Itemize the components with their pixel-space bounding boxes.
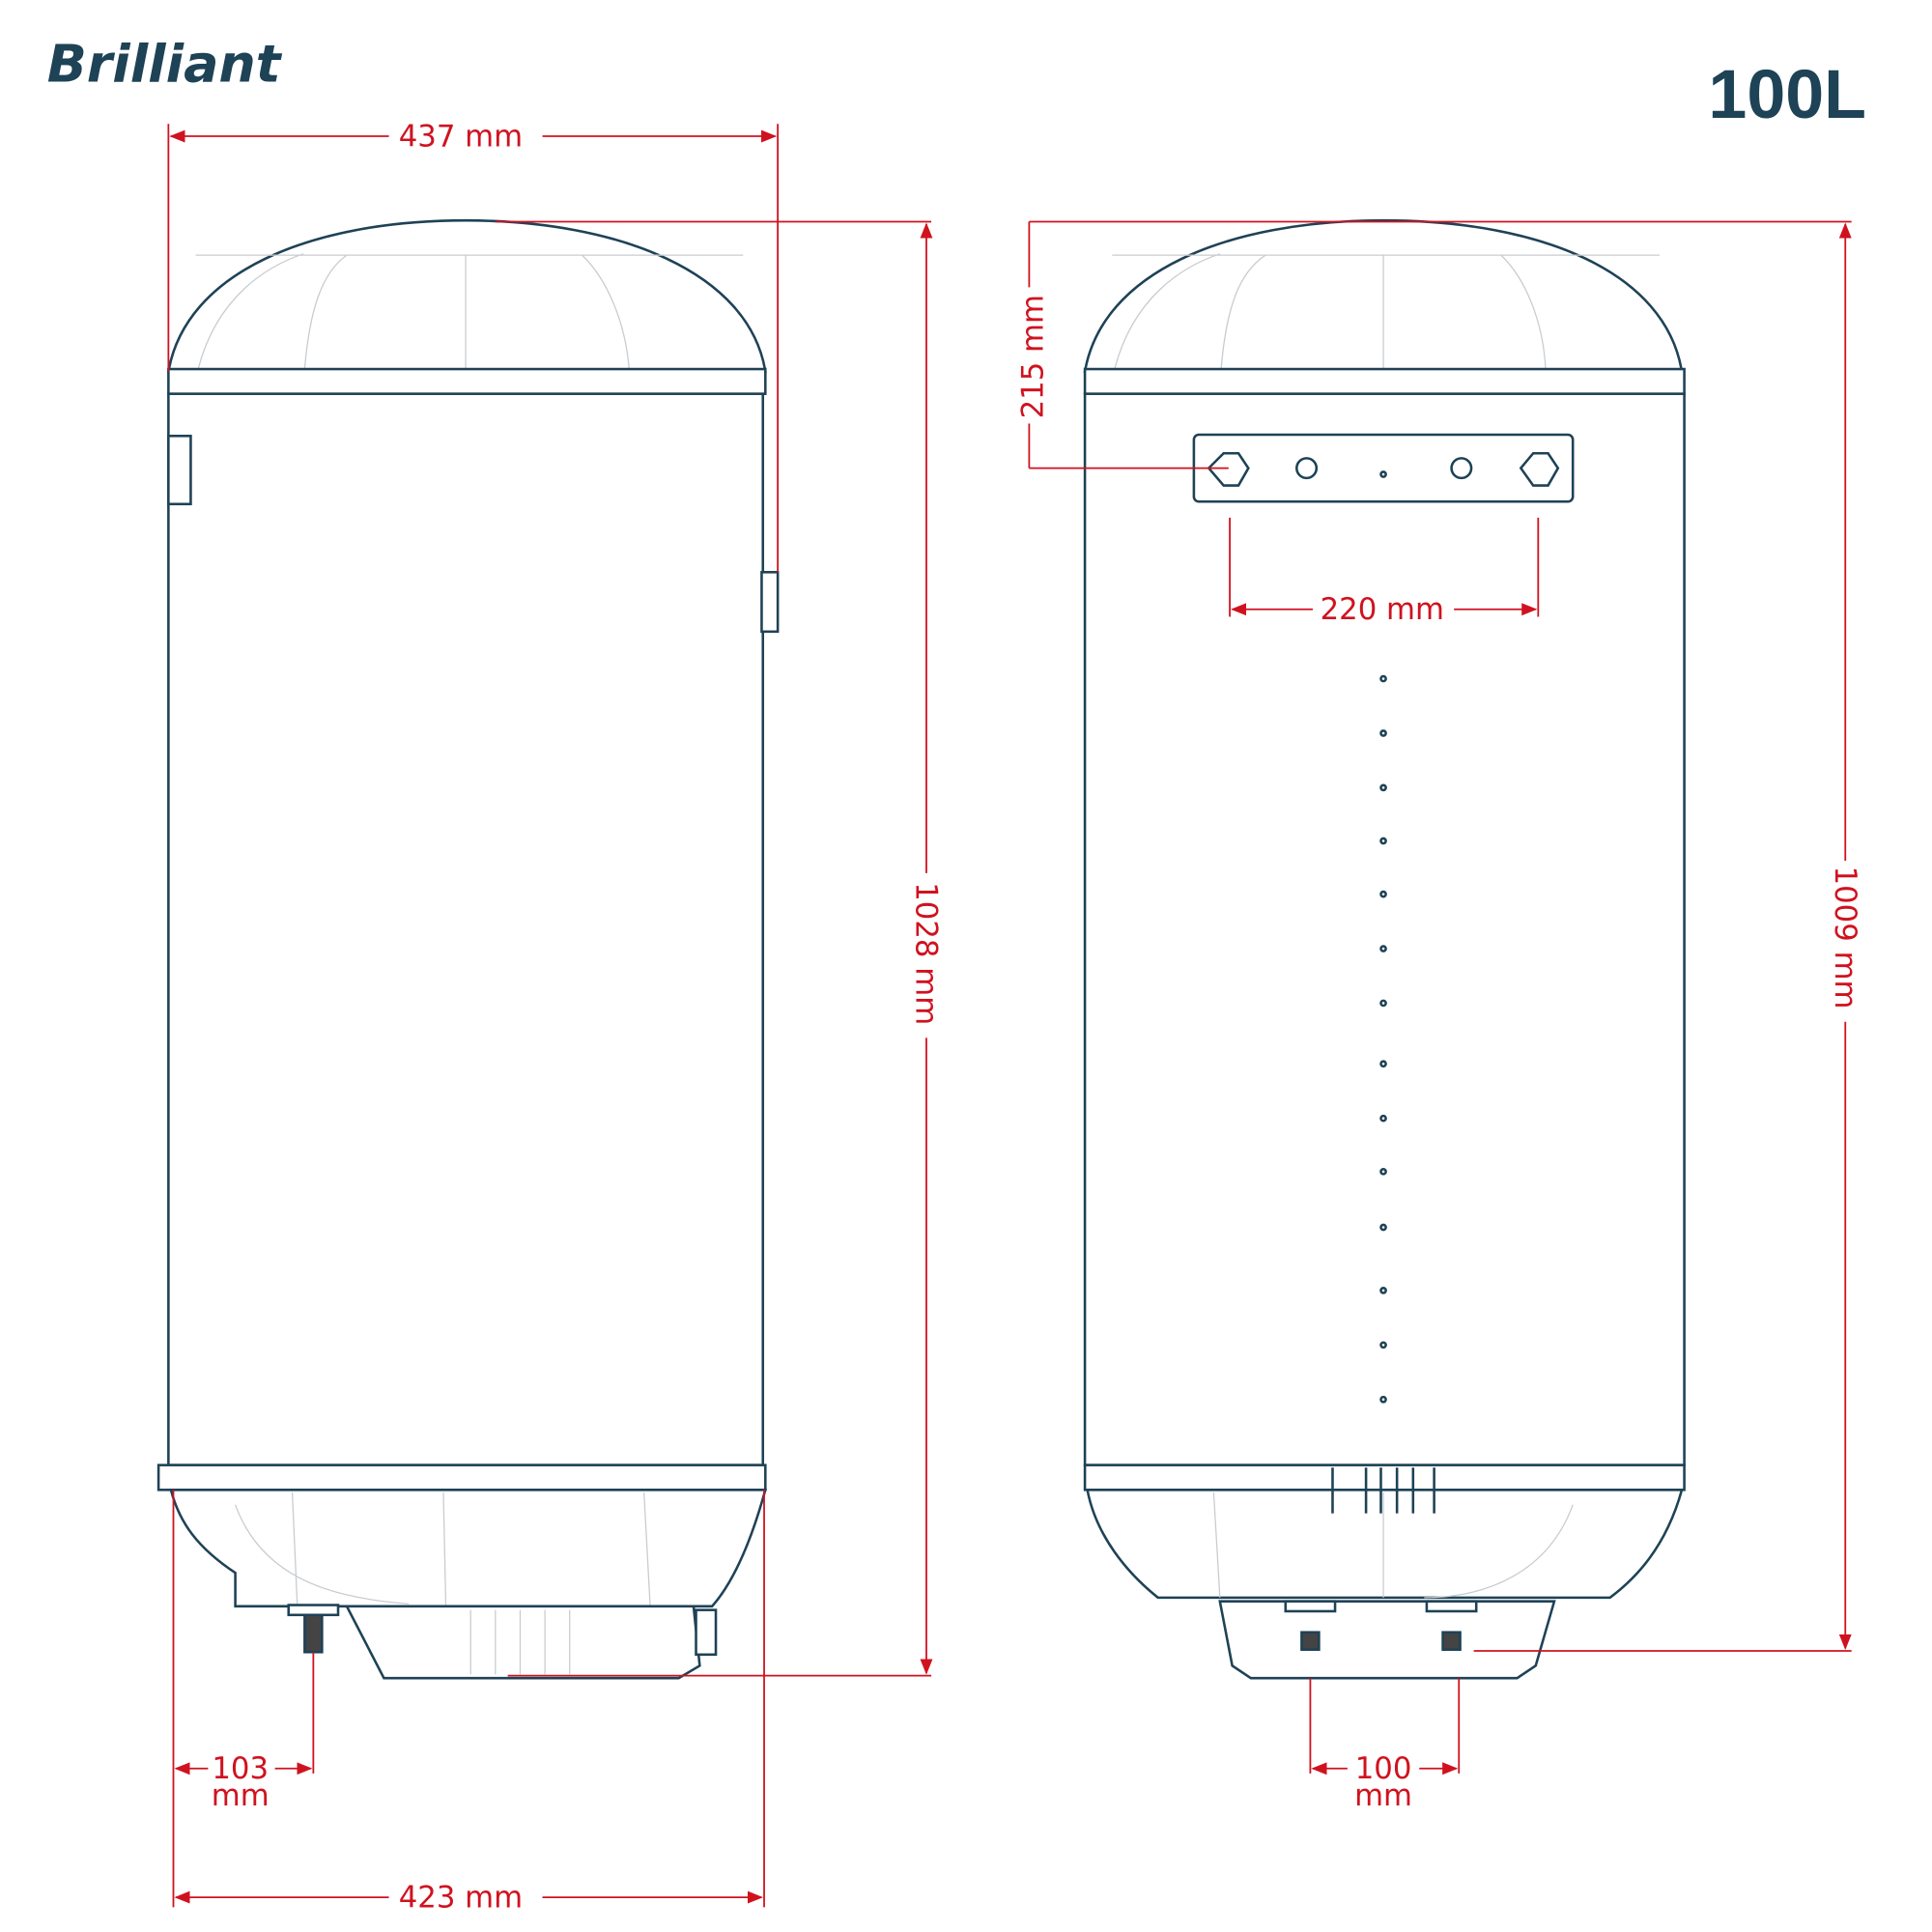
dimension-width-top: 437 mm [167,119,780,573]
pipe-offset-unit: mm [212,1778,270,1813]
front-view-tank [1083,218,1686,1680]
dimension-bracket-height: 215 mm [1015,220,1852,469]
height-side-label: 1028 mm [909,882,944,1025]
width-bottom-label: 423 mm [399,1880,523,1915]
pipe-offset-value: 103 [212,1751,269,1786]
bracket-height-label: 215 mm [1015,295,1050,418]
pipe-spacing-value: 100 [1355,1751,1412,1786]
pipe-spacing-unit: mm [1354,1778,1412,1813]
dimension-height-side: 1028 mm [495,220,944,1677]
dimension-width-bottom: 423 mm [174,1490,765,1915]
dimension-height-front: 1009 mm [1473,222,1862,1652]
dimension-bracket-spacing: 220 mm [1229,517,1540,627]
capacity-label: 100L [1708,56,1866,133]
bracket-spacing-label: 220 mm [1321,592,1444,627]
dimension-pipe-spacing: 100 mm [1309,1678,1461,1813]
mounting-holes [1379,674,1387,1404]
brand-logo: Brilliant [47,34,283,95]
dimension-pipe-offset: 103 mm [172,1490,315,1908]
width-top-label: 437 mm [399,119,523,154]
side-view-tank [156,218,780,1680]
height-front-label: 1009 mm [1828,867,1862,1009]
